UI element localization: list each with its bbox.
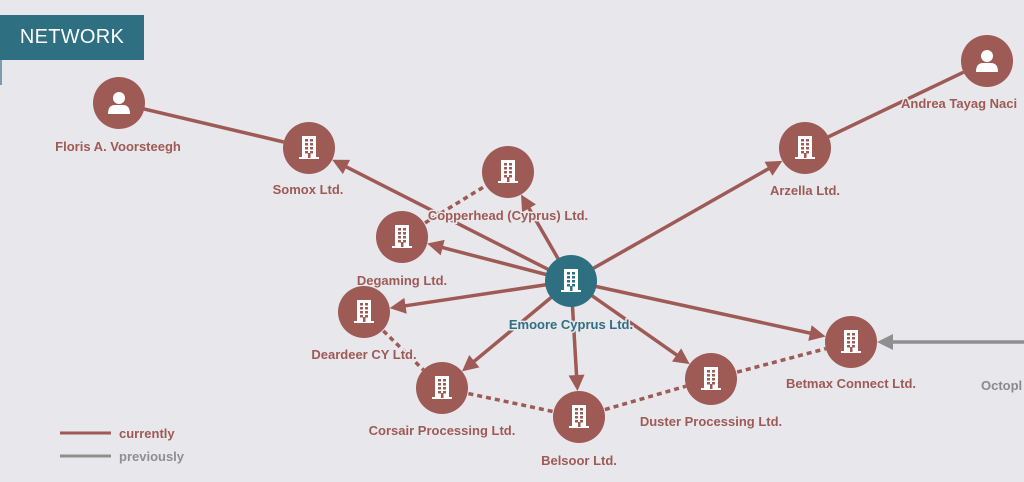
node-copperhead[interactable]: Copperhead (Cyprus) Ltd. bbox=[426, 146, 590, 225]
node-octopl[interactable]: Octopl bbox=[980, 377, 1024, 395]
node-arzella[interactable]: Arzella Ltd. bbox=[768, 122, 842, 200]
building-icon bbox=[795, 136, 815, 159]
arrowhead-icon bbox=[764, 160, 783, 176]
building-icon bbox=[392, 225, 412, 248]
node-label: Corsair Processing Ltd. bbox=[369, 423, 516, 438]
title-tab-edge bbox=[0, 60, 2, 85]
node-label: Belsoor Ltd. bbox=[541, 453, 617, 468]
node-label: Andrea Tayag Naci bbox=[901, 96, 1017, 111]
edge-emoore-somox[interactable] bbox=[332, 159, 572, 283]
person-icon bbox=[108, 92, 130, 114]
arrowhead-icon bbox=[389, 297, 407, 314]
node-label: Floris A. Voorsteegh bbox=[55, 139, 181, 154]
node-label: Betmax Connect Ltd. bbox=[786, 376, 916, 391]
arrowhead-icon bbox=[427, 239, 445, 256]
edge-degaming-copperhead[interactable] bbox=[401, 184, 487, 239]
edge-line bbox=[343, 164, 572, 283]
node-duster[interactable]: Duster Processing Ltd. bbox=[638, 353, 784, 431]
node-corsair[interactable]: Corsair Processing Ltd. bbox=[367, 362, 517, 440]
person-icon bbox=[976, 50, 998, 72]
legend-current-label: currently bbox=[119, 426, 175, 441]
building-icon bbox=[299, 136, 319, 159]
edge-line bbox=[570, 166, 772, 283]
arrowhead-icon bbox=[877, 334, 893, 350]
building-icon bbox=[498, 160, 518, 183]
edge-arzella-andrea[interactable] bbox=[804, 70, 965, 150]
building-icon bbox=[841, 330, 861, 353]
node-deardeer[interactable]: Deardeer CY Ltd. bbox=[310, 286, 418, 364]
arrowhead-icon bbox=[462, 355, 480, 372]
edge-line bbox=[403, 279, 572, 308]
node-floris[interactable]: Floris A. Voorsteegh bbox=[54, 77, 182, 156]
building-icon bbox=[569, 405, 589, 428]
node-label: Degaming Ltd. bbox=[357, 273, 447, 288]
arrowhead-icon bbox=[332, 159, 351, 175]
legend: currently previously bbox=[60, 426, 185, 464]
building-icon bbox=[701, 367, 721, 390]
arrowhead-icon bbox=[568, 374, 585, 392]
node-andrea[interactable]: Andrea Tayag Naci bbox=[900, 35, 1019, 113]
node-label: Somox Ltd. bbox=[273, 182, 344, 197]
arrowhead-icon bbox=[808, 325, 826, 341]
edge-line bbox=[804, 70, 965, 150]
edge-line bbox=[570, 279, 813, 336]
node-label: Duster Processing Ltd. bbox=[640, 414, 782, 429]
node-label: Arzella Ltd. bbox=[770, 183, 840, 198]
network-title-tab[interactable]: NETWORK bbox=[0, 15, 144, 60]
building-icon bbox=[561, 269, 581, 292]
node-label: Emoore Cyprus Ltd. bbox=[509, 317, 633, 332]
legend-previous-label: previously bbox=[119, 449, 185, 464]
edge-emoore-deardeer[interactable] bbox=[389, 279, 572, 314]
edge-emoore-arzella[interactable] bbox=[570, 160, 783, 283]
arrowhead-icon bbox=[521, 194, 536, 213]
arrowhead-icon bbox=[672, 348, 690, 365]
edge-line bbox=[118, 101, 285, 144]
edge-emoore-betmax[interactable] bbox=[570, 279, 826, 341]
edge-floris-somox[interactable] bbox=[118, 101, 285, 144]
node-label: Deardeer CY Ltd. bbox=[311, 347, 416, 362]
node-betmax[interactable]: Betmax Connect Ltd. bbox=[784, 316, 918, 393]
edge-octopl-betmax[interactable] bbox=[877, 334, 1024, 350]
node-emoore[interactable]: Emoore Cyprus Ltd. bbox=[507, 255, 635, 334]
node-somox[interactable]: Somox Ltd. bbox=[271, 122, 345, 199]
building-icon bbox=[432, 376, 452, 399]
node-degaming[interactable]: Degaming Ltd. bbox=[355, 211, 449, 290]
edge-line bbox=[401, 184, 487, 239]
node-belsoor[interactable]: Belsoor Ltd. bbox=[540, 391, 618, 470]
building-icon bbox=[354, 300, 374, 323]
edges-layer bbox=[118, 70, 1024, 419]
node-label: Copperhead (Cyprus) Ltd. bbox=[428, 208, 588, 223]
node-label: Octopl bbox=[981, 378, 1022, 393]
